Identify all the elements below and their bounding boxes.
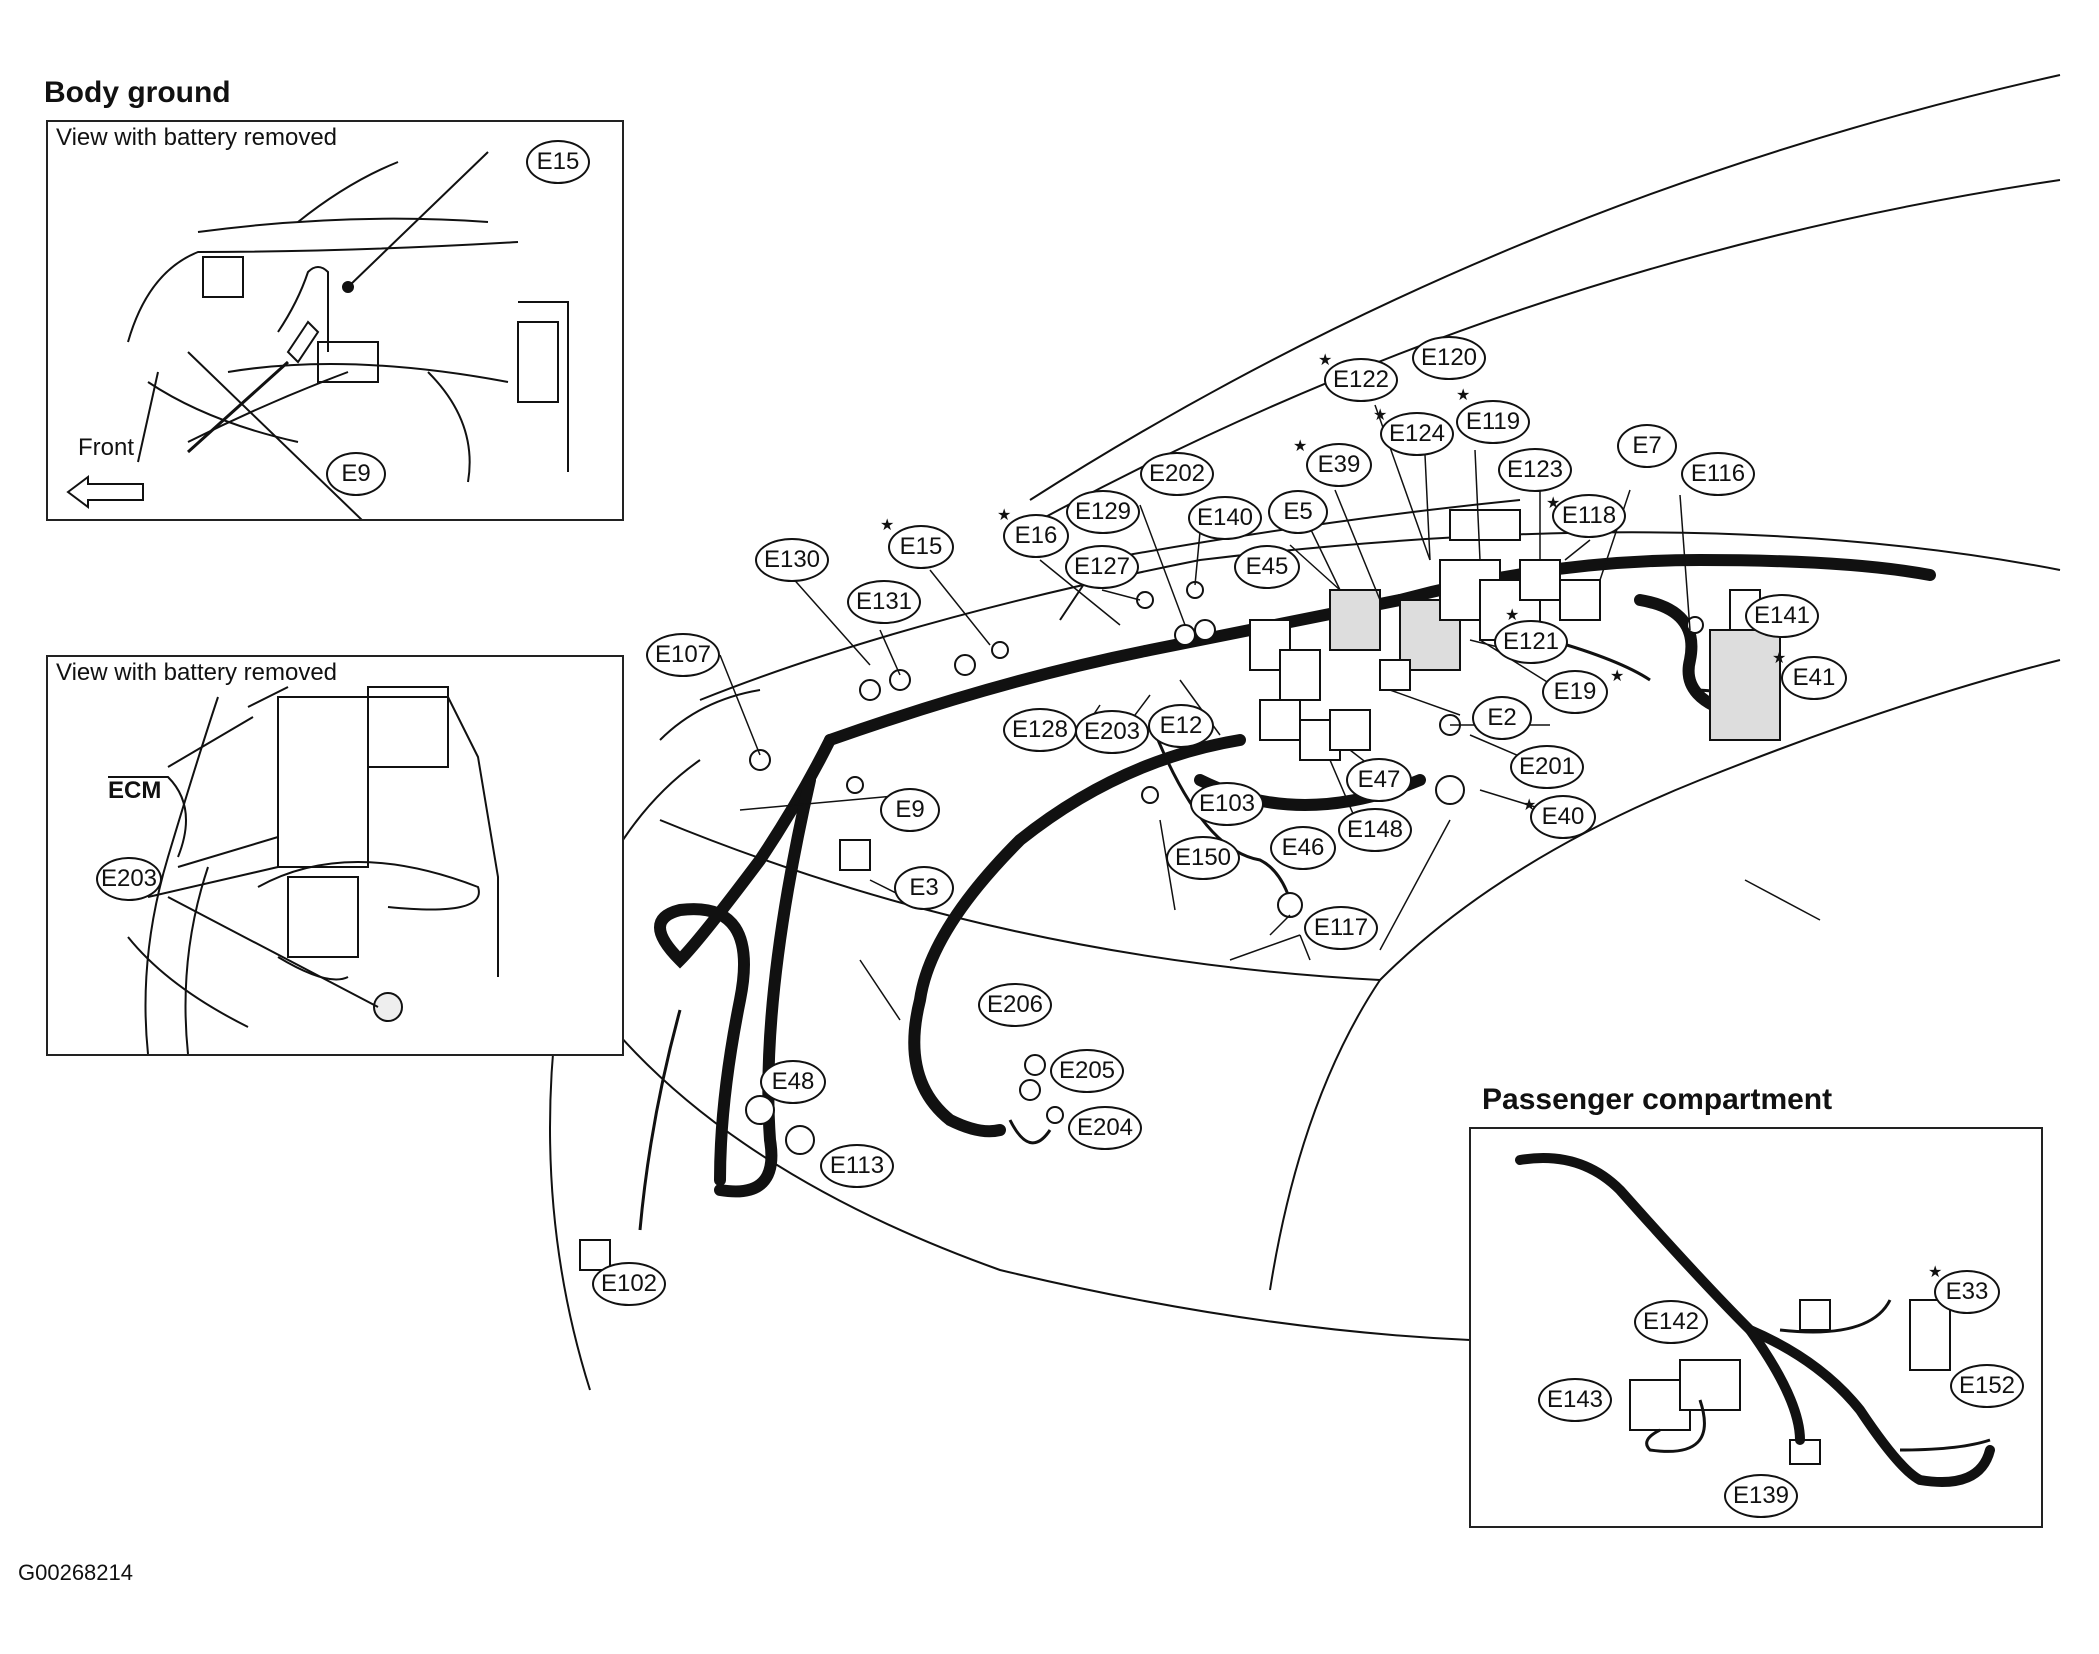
callout-e130: E130 bbox=[755, 538, 829, 582]
callout-e107: E107 bbox=[646, 633, 720, 677]
passenger-compartment-frame bbox=[1469, 1127, 2043, 1528]
callout-e45: E45 bbox=[1234, 545, 1300, 589]
star-marker: ★ bbox=[1373, 407, 1388, 424]
callout-e142: E142 bbox=[1634, 1300, 1708, 1344]
inset-caption: View with battery removed bbox=[56, 659, 338, 686]
callout-e15-inset: E15 bbox=[526, 140, 590, 184]
callout-e124: E124 bbox=[1380, 412, 1454, 456]
body-ground-inset: View with battery removed Front E15 E9 bbox=[46, 120, 624, 521]
callout-e9-inset: E9 bbox=[326, 452, 386, 496]
front-label: Front bbox=[78, 434, 135, 461]
front-arrow-icon bbox=[66, 475, 144, 509]
callout-e102: E102 bbox=[592, 1262, 666, 1306]
callout-e33: E33 bbox=[1934, 1270, 2000, 1314]
ecm-inset: View with battery removed ECM E203 bbox=[46, 655, 624, 1056]
inset-caption: View with battery removed bbox=[56, 124, 338, 151]
star-marker: ★ bbox=[1318, 352, 1333, 369]
star-marker: ★ bbox=[1610, 668, 1625, 685]
callout-e206: E206 bbox=[978, 983, 1052, 1027]
callout-e140: E140 bbox=[1188, 496, 1262, 540]
passenger-compartment-heading: Passenger compartment bbox=[1482, 1083, 1833, 1116]
callout-e139: E139 bbox=[1724, 1474, 1798, 1518]
callout-e116: E116 bbox=[1681, 452, 1755, 496]
callout-e7: E7 bbox=[1617, 424, 1677, 468]
callout-e19: E19 bbox=[1542, 670, 1608, 714]
callout-e120: E120 bbox=[1412, 336, 1486, 380]
callout-e202: E202 bbox=[1140, 452, 1214, 496]
callout-e48: E48 bbox=[760, 1060, 826, 1104]
callout-e203: E203 bbox=[1075, 710, 1149, 754]
callout-e12: E12 bbox=[1148, 704, 1214, 748]
callout-e16: E16 bbox=[1003, 514, 1069, 558]
callout-e47: E47 bbox=[1346, 758, 1412, 802]
callout-e201: E201 bbox=[1510, 745, 1584, 789]
ecm-inset-drawing bbox=[108, 686, 499, 1054]
callout-e129: E129 bbox=[1066, 490, 1140, 534]
ecm-label: ECM bbox=[108, 777, 162, 804]
star-marker: ★ bbox=[1772, 650, 1787, 667]
callout-e5: E5 bbox=[1268, 490, 1328, 534]
body-ground-heading: Body ground bbox=[44, 76, 231, 109]
star-marker: ★ bbox=[1505, 607, 1520, 624]
connector-blocks bbox=[579, 509, 1951, 1465]
callout-e39: E39 bbox=[1306, 443, 1372, 487]
callout-e121: E121 bbox=[1494, 620, 1568, 664]
callout-e205: E205 bbox=[1050, 1049, 1124, 1093]
callout-e131: E131 bbox=[847, 580, 921, 624]
passenger-wires bbox=[1645, 1299, 1991, 1453]
star-marker: ★ bbox=[1456, 387, 1471, 404]
callout-e141: E141 bbox=[1745, 594, 1819, 638]
callout-e103: E103 bbox=[1190, 782, 1264, 826]
callout-e119: E119 bbox=[1456, 400, 1530, 444]
callout-e41: E41 bbox=[1781, 656, 1847, 700]
callout-e122: E122 bbox=[1324, 358, 1398, 402]
callout-e143: E143 bbox=[1538, 1378, 1612, 1422]
passenger-harness bbox=[1515, 1153, 1995, 1487]
callout-e123: E123 bbox=[1498, 448, 1572, 492]
callout-e117: E117 bbox=[1304, 906, 1378, 950]
star-marker: ★ bbox=[880, 517, 895, 534]
callout-e3: E3 bbox=[894, 866, 954, 910]
callout-e203-inset: E203 bbox=[96, 857, 162, 901]
callout-e148: E148 bbox=[1338, 808, 1412, 852]
callout-e150: E150 bbox=[1166, 836, 1240, 880]
callout-e46: E46 bbox=[1270, 826, 1336, 870]
callout-e204: E204 bbox=[1068, 1106, 1142, 1150]
small-terminals bbox=[745, 581, 1704, 1155]
callout-e127: E127 bbox=[1065, 545, 1139, 589]
star-marker: ★ bbox=[1293, 438, 1308, 455]
callout-e118: E118 bbox=[1552, 494, 1626, 538]
callout-e152: E152 bbox=[1950, 1364, 2024, 1408]
star-marker: ★ bbox=[997, 507, 1012, 524]
callout-e15: E15 bbox=[888, 525, 954, 569]
callout-e40: E40 bbox=[1530, 795, 1596, 839]
callout-e128: E128 bbox=[1003, 708, 1077, 752]
callout-e113: E113 bbox=[820, 1144, 894, 1188]
star-marker: ★ bbox=[1928, 1264, 1943, 1281]
body-ground-inset-drawing bbox=[66, 151, 569, 519]
figure-code: G00268214 bbox=[18, 1560, 133, 1585]
callout-e9: E9 bbox=[880, 788, 940, 832]
callout-e2: E2 bbox=[1472, 696, 1532, 740]
